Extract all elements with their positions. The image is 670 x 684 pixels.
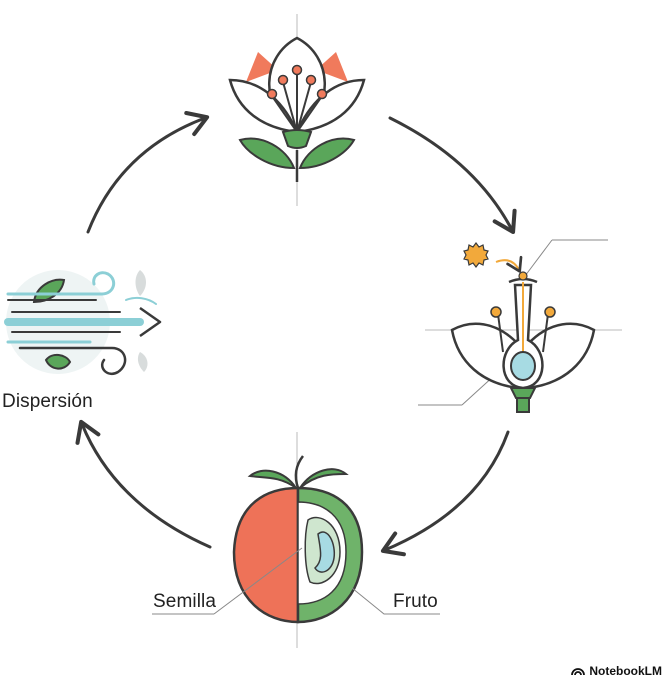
notebooklm-brand: NotebookLM xyxy=(571,664,662,678)
dispersion-label: Dispersión xyxy=(2,391,93,412)
notebooklm-logo-icon xyxy=(571,668,586,676)
pollen-grain-icon xyxy=(463,242,489,268)
fruit-label: Fruto xyxy=(393,591,438,612)
arrow-fruit-to-dispersion xyxy=(75,419,212,549)
wind-icon xyxy=(4,270,162,376)
cycle-arrows xyxy=(75,111,517,557)
pollination-icon xyxy=(418,239,622,413)
arrow-dispersion-to-flower xyxy=(86,111,210,234)
arrow-flower-to-pollination xyxy=(388,116,517,235)
seed-label: Semilla xyxy=(153,591,216,612)
fruit-icon xyxy=(152,432,440,648)
brand-text: NotebookLM xyxy=(589,664,662,678)
arrow-pollination-to-fruit xyxy=(380,430,510,557)
flower-icon xyxy=(228,14,366,206)
